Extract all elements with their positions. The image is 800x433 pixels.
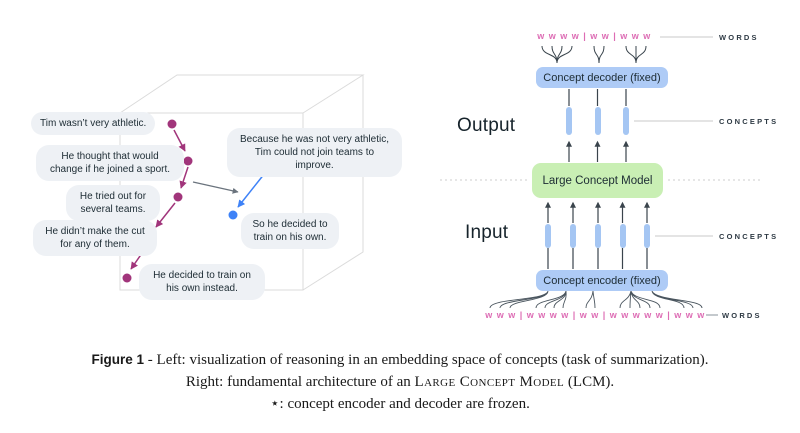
large-concept-model-label: Large Concept Model: [542, 174, 653, 187]
concept-dot: [167, 119, 177, 129]
input-concept-pill: [644, 224, 650, 248]
embedding-space-cube: [119, 74, 365, 291]
lcm-to-output-arrows: [566, 140, 629, 162]
bubble-summary-result: So he decided to train on his own.: [241, 213, 339, 249]
caption-line-2: Right: fundamental architecture of an La…: [0, 371, 800, 393]
bubble-sentence-3: He tried out for several teams.: [66, 185, 160, 221]
concept-dot: [228, 210, 238, 220]
side-label-connectors: [634, 36, 718, 316]
concepts-label-input: CONCEPTS: [719, 232, 779, 241]
caption-line-3: ⋆: concept encoder and decoder are froze…: [270, 396, 530, 412]
summarization-arrow: [192, 181, 239, 194]
bubble-summary-source: Because he was not very athletic, Tim co…: [227, 128, 402, 177]
concept-dot: [183, 156, 193, 166]
encoder-to-words-fans: [489, 290, 703, 309]
concept-encoder-label: Concept encoder (fixed): [543, 274, 661, 287]
output-concept-pill: [566, 107, 572, 135]
output-concept-pill: [623, 107, 629, 135]
caption-separator: -: [144, 352, 157, 368]
concept-encoder-box: Concept encoder (fixed): [536, 270, 668, 291]
large-concept-model-box: Large Concept Model: [532, 163, 663, 198]
concept-dot: [173, 192, 183, 202]
figure-caption: Figure 1 - Left: visualization of reason…: [0, 349, 800, 415]
input-to-lcm-arrows: [545, 201, 650, 223]
words-to-decoder-braces: [541, 45, 647, 64]
concept-decoder-label: Concept decoder (fixed): [543, 71, 661, 84]
caption-line-2-smallcaps: Large Concept Model: [414, 374, 565, 390]
bubble-sentence-5: He decided to train on his own instead.: [139, 264, 265, 300]
output-words-row: w w w w | w w | w w w: [537, 31, 651, 41]
concept-decoder-box: Concept decoder (fixed): [536, 67, 668, 88]
input-concept-pill: [619, 224, 626, 248]
caption-line-2-post: (LCM).: [564, 374, 615, 390]
concepts-label-output: CONCEPTS: [719, 117, 779, 126]
output-concept-pill: [594, 107, 601, 135]
input-concept-pill: [595, 224, 601, 248]
caption-line-1: Figure 1 - Left: visualization of reason…: [0, 349, 800, 371]
input-concept-pill: [570, 224, 576, 248]
caption-line-2-pre: Right: fundamental architecture of an: [185, 374, 415, 390]
decoder-to-concepts-lines: [568, 89, 627, 106]
words-label-top: WORDS: [719, 33, 759, 42]
words-label-bottom: WORDS: [722, 311, 762, 320]
bubble-sentence-4: He didn’t make the cut for any of them.: [33, 220, 157, 256]
figure-number-label: Figure 1: [91, 352, 145, 367]
caption-line-1-text: Left: visualization of reasoning in an e…: [156, 352, 709, 368]
concept-dot: [122, 273, 132, 283]
bubble-sentence-1: Tim wasn’t very athletic.: [31, 112, 156, 135]
bubble-sentence-2: He thought that would change if he joine…: [36, 145, 184, 181]
input-words-row: w w w | w w w w | w w | w w w w w | w w …: [485, 310, 705, 320]
input-section-label: Input: [465, 222, 509, 243]
input-concept-pill: [545, 224, 551, 248]
encoder-to-concepts-lines: [547, 248, 648, 269]
output-section-label: Output: [457, 115, 516, 136]
